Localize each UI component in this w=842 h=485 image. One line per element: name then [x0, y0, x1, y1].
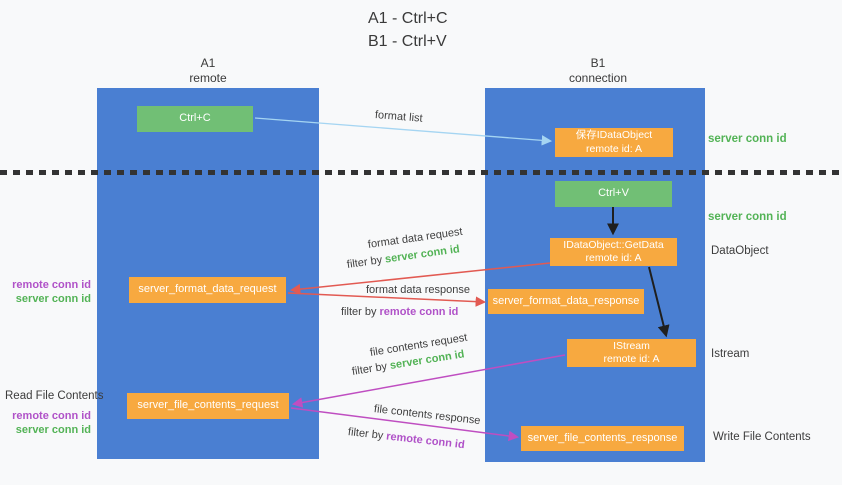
- remote-conn-id-text: remote conn id: [379, 306, 459, 318]
- getdata-line2: remote id: A: [585, 252, 642, 264]
- node-file-response: server_file_contents_response: [521, 426, 684, 451]
- getdata-line1: IDataObject::GetData: [563, 238, 664, 251]
- ctrl-v-label: Ctrl+V: [598, 187, 629, 200]
- server-conn-id-text: server conn id: [708, 211, 787, 223]
- column-b1-role: connection: [568, 71, 628, 85]
- format-data-response-text: format data response: [366, 284, 470, 296]
- filter-by-text: filter by: [351, 360, 391, 378]
- title-line-1: A1 - Ctrl+C: [368, 10, 448, 27]
- column-header-a1: A1 remote: [128, 56, 288, 86]
- save-dataobject-line2: remote id: A: [585, 142, 643, 155]
- right-dataobject-label: DataObject: [711, 245, 769, 257]
- filter-by-text: filter by: [347, 426, 387, 443]
- filter-by-text: filter by: [346, 253, 386, 271]
- remote-conn-id-text: remote conn id: [12, 410, 91, 422]
- right-istream-label: Istream: [711, 348, 749, 360]
- label-filter-remote-1: filter by remote conn id: [341, 306, 458, 318]
- label-file-contents-response: file contents response: [373, 403, 481, 427]
- format-response-label: server_format_data_response: [492, 294, 640, 307]
- column-a1-name: A1: [200, 56, 216, 70]
- dataobject-text: DataObject: [711, 245, 769, 257]
- diagram-title: A1 - Ctrl+C B1 - Ctrl+V: [368, 8, 448, 53]
- read-file-contents-text: Read File Contents: [5, 390, 104, 402]
- dotted-divider: [0, 170, 842, 175]
- label-format-data-response: format data response: [366, 284, 470, 296]
- format-request-label: server_format_data_request: [138, 283, 277, 296]
- format-list-text: format list: [374, 109, 424, 125]
- node-format-request: server_format_data_request: [129, 277, 286, 303]
- node-format-response: server_format_data_response: [488, 289, 644, 314]
- file-contents-response-text: file contents response: [373, 403, 482, 428]
- remote-conn-id-text: remote conn id: [12, 279, 91, 291]
- column-b1-name: B1: [590, 56, 606, 70]
- ctrl-c-label: Ctrl+C: [179, 112, 211, 125]
- right-server-conn-id-1: server conn id: [708, 133, 787, 145]
- write-file-contents-text: Write File Contents: [713, 431, 811, 443]
- node-save-dataobject: 保存IDataObject remote id: A: [555, 128, 673, 157]
- remote-conn-id-text: remote conn id: [385, 430, 466, 452]
- istream-line2: remote id: A: [603, 353, 660, 365]
- label-filter-server-1: filter by server conn id: [346, 243, 460, 271]
- column-a1-role: remote: [189, 71, 227, 85]
- left-id-stack-1: remote conn id server conn id: [1, 279, 91, 307]
- node-ctrl-v: Ctrl+V: [555, 181, 672, 207]
- label-filter-remote-2: filter by remote conn id: [347, 426, 465, 451]
- left-id-stack-2: remote conn id server conn id: [1, 410, 91, 438]
- istream-text: Istream: [711, 348, 750, 360]
- node-file-request: server_file_contents_request: [127, 393, 289, 419]
- title-line-2: B1 - Ctrl+V: [368, 32, 447, 50]
- node-ctrl-c: Ctrl+C: [137, 106, 253, 132]
- filter-by-text: filter by: [341, 306, 380, 318]
- server-conn-id-text: server conn id: [708, 133, 787, 145]
- column-header-b1: B1 connection: [518, 56, 678, 86]
- node-getdata: IDataObject::GetData remote id: A: [550, 238, 677, 266]
- node-istream: IStream remote id: A: [567, 339, 696, 367]
- file-request-label: server_file_contents_request: [137, 399, 279, 412]
- right-server-conn-id-2: server conn id: [708, 211, 787, 223]
- istream-line1: IStream: [613, 339, 650, 352]
- left-read-file-contents-label: Read File Contents: [5, 390, 103, 402]
- server-conn-id-text: server conn id: [15, 423, 91, 436]
- right-write-file-contents-label: Write File Contents: [713, 431, 811, 443]
- save-dataobject-line1: 保存IDataObject: [575, 129, 653, 142]
- server-conn-id-text: server conn id: [15, 292, 91, 305]
- label-format-list: format list: [375, 109, 423, 125]
- file-response-label: server_file_contents_response: [527, 431, 678, 444]
